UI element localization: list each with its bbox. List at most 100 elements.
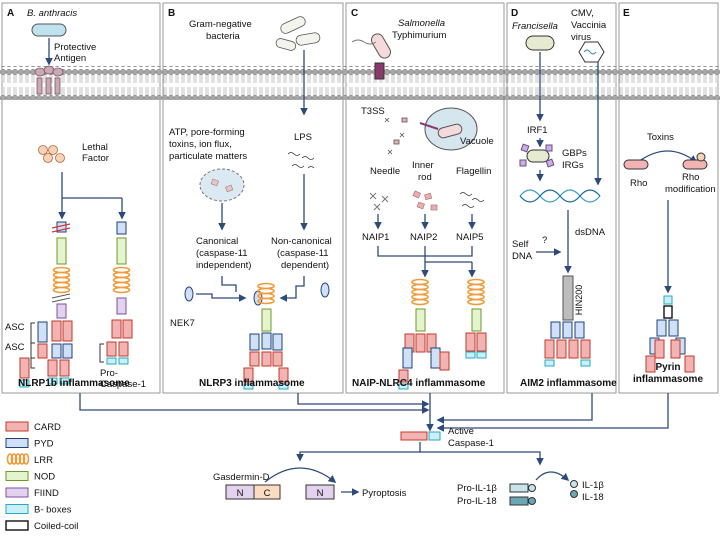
panel-c: Salmonella Typhimurium T3SS Vacuole Need…: [351, 18, 494, 390]
virus-line2: Vaccinia: [571, 20, 607, 31]
naip-nlrc4-title: NAIP-NLRC4 inflammasome: [352, 378, 486, 389]
legend-label-card: CARD: [34, 422, 61, 433]
gasdermin-n: N: [237, 488, 244, 499]
panel-d: Francisella CMV, Vaccinia virus IRF1 GBP…: [512, 8, 617, 389]
panel-e: Toxins Rho Rho modification Pyrin inflam…: [623, 132, 716, 385]
b-anthracis-label: B. anthracis: [27, 8, 77, 19]
panel-frames: [1, 2, 719, 394]
gram-neg-line1: Gram-negative: [189, 19, 252, 30]
gram-neg-line2: bacteria: [206, 31, 241, 42]
flagellin-icon: [459, 192, 485, 208]
active-caspase-icon: [400, 431, 441, 441]
irgs-label: IRGs: [562, 160, 584, 171]
rho-icon: [623, 159, 649, 170]
canonical-line2: (caspase-11: [196, 248, 248, 259]
gasdermin-icon: N C: [225, 484, 281, 500]
legend-label-pyd: PYD: [34, 439, 54, 450]
rho-mod-line1: Rho: [682, 172, 699, 183]
legend-label-nod: NOD: [34, 472, 55, 483]
panel-b: Gram-negative bacteria ATP, pore-forming…: [169, 16, 332, 390]
lethal-factor-icon: [38, 145, 65, 163]
il18-label: IL-18: [582, 492, 604, 503]
pyroptosis-label: Pyroptosis: [362, 488, 407, 499]
caspase11-icon: [320, 282, 330, 298]
francisella-icon: [525, 35, 555, 51]
pro-caspase-line2: Caspase-1: [100, 379, 146, 390]
dsdna-label: dsDNA: [575, 227, 606, 238]
asc-lower-label: ASC: [5, 342, 25, 353]
asc-upper-label: ASC: [5, 322, 25, 333]
pyrin-title-line1: Pyrin: [655, 362, 680, 373]
gasdermin-n-frag: N: [317, 488, 324, 499]
asc-upper-bracket: [30, 322, 35, 359]
gasdermin-n-fragment-icon: N: [305, 484, 335, 500]
legend-swatch-lrr: [6, 453, 30, 465]
particulate-icon: [199, 168, 245, 202]
nlrp3-title: NLRP3 inflammasome: [199, 378, 305, 389]
noncanonical-line1: Non-canonical: [271, 236, 332, 247]
virus-line3: virus: [571, 32, 591, 43]
bacterium-icon: [31, 23, 67, 37]
legend-swatch-pyd: [5, 438, 29, 448]
pa-pore-icon: [34, 65, 64, 95]
panel-b-letter: B: [168, 8, 175, 19]
naip5-label: NAIP5: [456, 232, 483, 243]
pyrin-title-line2: inflammasome: [633, 374, 703, 385]
nlrp3-complex-icon: [243, 282, 289, 390]
legend-label-bbox: B- boxes: [34, 505, 72, 516]
question-mark: ?: [542, 235, 547, 246]
naip2-label: NAIP2: [410, 232, 437, 243]
convergence-arrows: [79, 393, 669, 432]
inner-rod-line1: Inner: [412, 160, 434, 171]
asc-caspase-cluster-a: [19, 321, 73, 388]
triggers-line1: ATP, pore-forming: [169, 127, 245, 138]
rho-mod-line2: modification: [665, 184, 716, 195]
noncanonical-line3: dependent): [281, 260, 329, 271]
t3ss-icon: [374, 62, 385, 80]
protective-antigen-line1: Protective: [54, 42, 96, 53]
inner-rod-icon: [412, 190, 438, 211]
self-dna-line2: DNA: [512, 251, 533, 262]
gbps-irgs-icon: [519, 143, 555, 168]
nlrp1b-cleaved-icon: [51, 221, 73, 342]
toxins-label: Toxins: [647, 132, 674, 143]
virus-icon: [578, 41, 605, 63]
panel-b-frame: [162, 2, 344, 394]
canonical-line3: independent): [196, 260, 251, 271]
panel-c-letter: C: [351, 8, 358, 19]
arrow-noncanonical-join: [279, 276, 305, 302]
nek7-icon: [184, 286, 194, 302]
aim2-title: AIM2 inflammasome: [520, 378, 617, 389]
lethal-factor-line1: Lethal: [82, 142, 108, 153]
mature-il-icons: [570, 480, 578, 498]
salmonella-label: Salmonella: [398, 18, 445, 29]
bacteria-icon: [275, 16, 321, 51]
needle-icon: [369, 192, 389, 211]
triggers-line3: particulate matters: [169, 151, 247, 162]
cell-membrane: [0, 66, 720, 100]
legend-swatch-nod: [5, 471, 29, 481]
francisella-label: Francisella: [512, 21, 558, 32]
salmonella-icon: [371, 33, 391, 59]
lethal-factor-line2: Factor: [82, 153, 109, 164]
nlrp1b-intact-icon: [106, 221, 133, 365]
arrow-canonical-join: [221, 276, 237, 292]
virus-line1: CMV,: [571, 8, 594, 19]
irf1-label: IRF1: [527, 125, 548, 136]
legend-swatch-card: [5, 421, 29, 432]
needle-label: Needle: [370, 166, 400, 177]
naip1-label: NAIP1: [362, 232, 389, 243]
protective-antigen-line2: Antigen: [54, 53, 86, 64]
gasdermin-c: C: [264, 488, 271, 499]
hin200-label: HIN200: [574, 285, 584, 316]
pro-il1b-label: Pro-IL-1β: [457, 483, 497, 494]
pro-il18-label: Pro-IL-18: [457, 496, 497, 507]
legend-swatch-fiind: [5, 487, 29, 498]
rho-mod-icon: [682, 159, 708, 170]
legend-swatch-bbox: [5, 504, 29, 514]
naip-nlrc4-complex-icon: [398, 278, 487, 390]
panel-e-letter: E: [623, 8, 630, 19]
panel-c-frame: [345, 2, 505, 394]
dsdna-icon: [519, 189, 601, 203]
